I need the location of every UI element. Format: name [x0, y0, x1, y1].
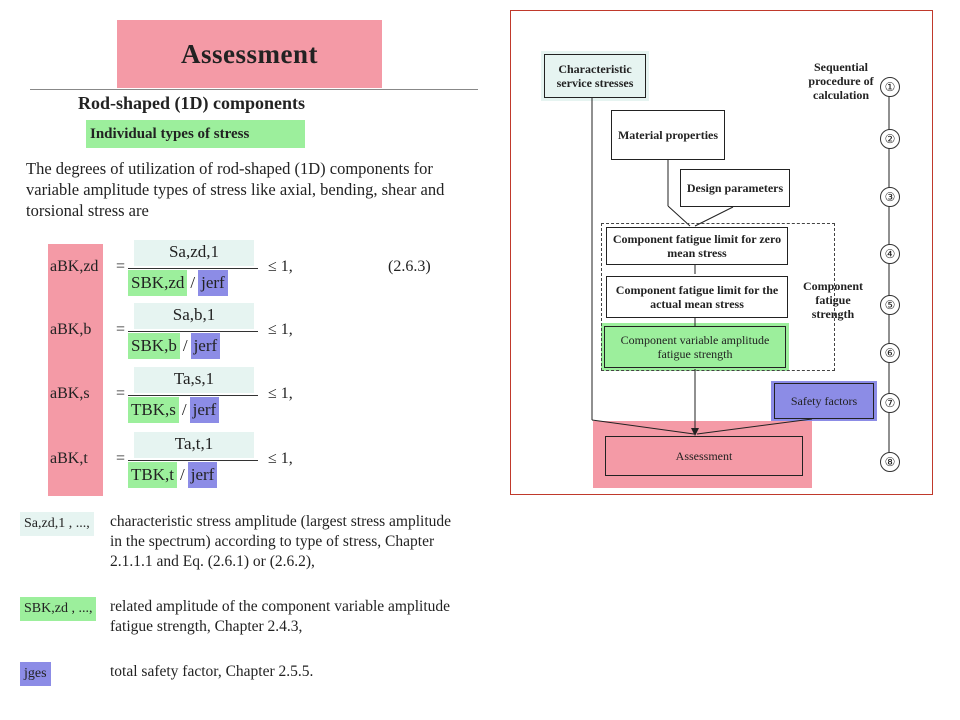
step-8: ⑧	[880, 452, 900, 472]
node-fatigue-zero-mean: Component fatigue limit for zero mean st…	[606, 227, 788, 265]
numerator: Sa,zd,1	[134, 240, 254, 266]
denominator: TBK,t/jerf	[128, 462, 218, 488]
legend-symbol: Sa,zd,1 , ...,	[20, 512, 94, 536]
highlight-safety	[771, 381, 877, 421]
legend-item-safety-factor: jges total safety factor, Chapter 2.5.5.	[20, 662, 460, 686]
fraction-bar	[128, 268, 258, 269]
denominator: TBK,s/jerf	[128, 397, 220, 423]
title-box: Assessment	[117, 20, 382, 88]
numerator: Ta,s,1	[134, 367, 254, 393]
node-design-parameters: Design parameters	[680, 169, 790, 207]
denominator-safety: jerf	[187, 462, 218, 488]
inequality: ≤ 1,	[268, 258, 293, 275]
node-label: Characteristic service stresses	[556, 62, 634, 90]
step-6: ⑥	[880, 343, 900, 363]
node-safety-factors: Safety factors	[774, 383, 874, 419]
denominator-safety: jerf	[198, 270, 228, 296]
denominator-separator: /	[181, 400, 187, 419]
node-label: Safety factors	[790, 394, 858, 408]
intro-text: The degrees of utilization of rod-shaped…	[26, 159, 445, 220]
denominator-strength: SBK,zd	[128, 270, 188, 296]
node-assessment: Assessment	[605, 436, 803, 476]
step-3: ③	[880, 187, 900, 207]
group-label: Component fatigue strength	[802, 279, 863, 321]
node-material-properties: Material properties	[611, 110, 725, 160]
section-title: Rod-shaped (1D) components	[78, 93, 306, 113]
legend-text: related amplitude of the component varia…	[110, 598, 451, 635]
legend-text: total safety factor, Chapter 2.5.5.	[110, 663, 314, 680]
denominator-safety: jerf	[189, 397, 220, 423]
fraction-bar	[128, 460, 258, 461]
denominator-separator: /	[182, 336, 188, 355]
inequality: ≤ 1,	[268, 450, 293, 467]
equation-lhs: aBK,zd	[50, 258, 99, 275]
legend-symbol: jges	[20, 662, 51, 686]
node-label: Material properties	[617, 128, 719, 142]
node-label: Component fatigue limit for zero mean st…	[612, 232, 782, 260]
legend-text: characteristic stress amplitude (largest…	[110, 513, 452, 570]
section-subtitle-text: Individual types of stress	[90, 125, 250, 142]
page-title: Assessment	[181, 38, 318, 69]
step-2: ②	[880, 129, 900, 149]
denominator-strength: TBK,s	[128, 397, 179, 423]
node-label: Design parameters	[686, 181, 784, 195]
inequality: ≤ 1,	[268, 385, 293, 402]
equals-sign: =	[116, 450, 126, 467]
flowchart-frame	[510, 10, 933, 495]
equation-lhs: aBK,b	[50, 321, 92, 338]
inequality: ≤ 1,	[268, 321, 293, 338]
denominator-strength: SBK,b	[128, 333, 180, 359]
lhs-highlight	[48, 244, 103, 496]
equation-lhs: aBK,t	[50, 450, 88, 467]
sequence-label: Sequential procedure of calculation	[808, 60, 874, 102]
node-label: Assessment	[675, 449, 733, 463]
denominator: SBK,b/jerf	[128, 333, 221, 359]
equals-sign: =	[116, 385, 126, 402]
equation-number: (2.6.3)	[388, 258, 431, 275]
node-label: Component variable amplitude fatigue str…	[620, 333, 770, 361]
equals-sign: =	[116, 258, 126, 275]
legend-symbol: SBK,zd , ...,	[20, 597, 97, 621]
equation-lhs: aBK,s	[50, 385, 90, 402]
denominator: SBK,zd/jerf	[128, 270, 228, 296]
node-label: Component fatigue limit for the actual m…	[615, 283, 779, 311]
equals-sign: =	[116, 321, 126, 338]
numerator: Sa,b,1	[134, 303, 254, 329]
section-subtitle: Individual types of stress	[86, 120, 305, 148]
node-fatigue-actual-mean: Component fatigue limit for the actual m…	[606, 276, 788, 318]
denominator-strength: TBK,t	[128, 462, 177, 488]
highlight-service-stress	[541, 51, 649, 101]
highlight-variable-amplitude	[601, 323, 789, 371]
step-7: ⑦	[880, 393, 900, 413]
node-variable-amplitude: Component variable amplitude fatigue str…	[604, 326, 786, 368]
group-component-fatigue	[601, 223, 835, 371]
fraction-bar	[128, 395, 258, 396]
denominator-separator: /	[190, 273, 196, 292]
step-1: ①	[880, 77, 900, 97]
denominator-safety: jerf	[190, 333, 221, 359]
fraction-bar	[128, 331, 258, 332]
title-rule	[30, 89, 478, 90]
legend-item-stress-amplitude: Sa,zd,1 , ..., characteristic stress amp…	[20, 512, 460, 592]
legend-item-fatigue-strength: SBK,zd , ..., related amplitude of the c…	[20, 597, 460, 657]
step-4: ④	[880, 244, 900, 264]
step-5: ⑤	[880, 295, 900, 315]
highlight-assessment	[593, 421, 812, 488]
node-characteristic-stresses: Characteristic service stresses	[544, 54, 646, 98]
denominator-separator: /	[179, 465, 185, 484]
numerator: Ta,t,1	[134, 432, 254, 458]
